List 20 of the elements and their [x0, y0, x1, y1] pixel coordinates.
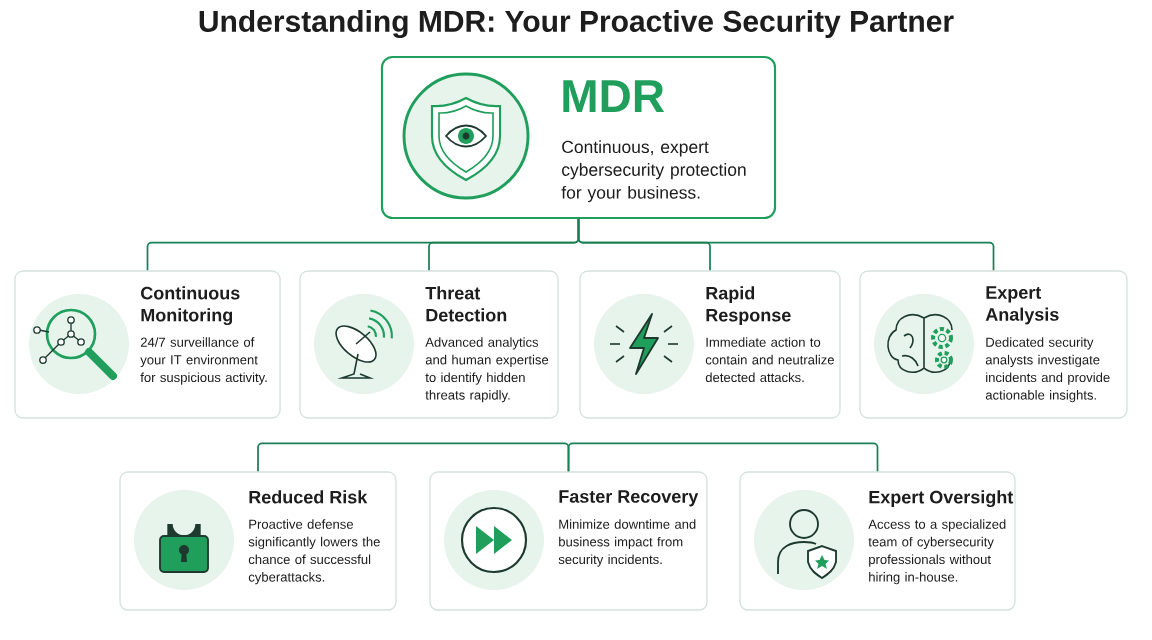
card-text: Advanced analytics and human expertise to identify hidden threats rapidly. [425, 337, 549, 403]
card-title: Threat Detection [425, 286, 507, 322]
description: Continuous, expert cybersecurity protection for your business. [561, 140, 746, 203]
title: Understanding MDR: Your Proactive Security Partner [199, 9, 954, 39]
card-text: Dedicated security analysts investigate incidents and provide actionable insights. [985, 337, 1110, 403]
card-title: Continuous Monitoring [141, 286, 240, 326]
card-text: Minimize downtime and business impact from security incidents. [558, 519, 696, 567]
connector-line [577, 218, 995, 272]
card-title: Rapid Response [706, 286, 791, 326]
card-title: Expert Oversight [869, 490, 1014, 508]
card-title: Faster Recovery [559, 490, 699, 507]
connector-line [567, 442, 879, 473]
card-text: Immediate action to contain and neutralize detected attacks. [705, 337, 834, 383]
heading: MDR [563, 80, 665, 112]
card-title: Reduced Risk [249, 490, 368, 504]
card-text: Access to a specialized team of cybersecurity professionals without hiring in-house. [868, 519, 1006, 585]
card-text: 24/7 surveillance of your IT environment for suspicious activity. [140, 337, 267, 385]
card-text: Proactive defense significantly lowers the chance of successful cyberattacks. [248, 519, 380, 585]
card-title: Expert Analysis [985, 286, 1059, 325]
connector-line [257, 442, 570, 473]
